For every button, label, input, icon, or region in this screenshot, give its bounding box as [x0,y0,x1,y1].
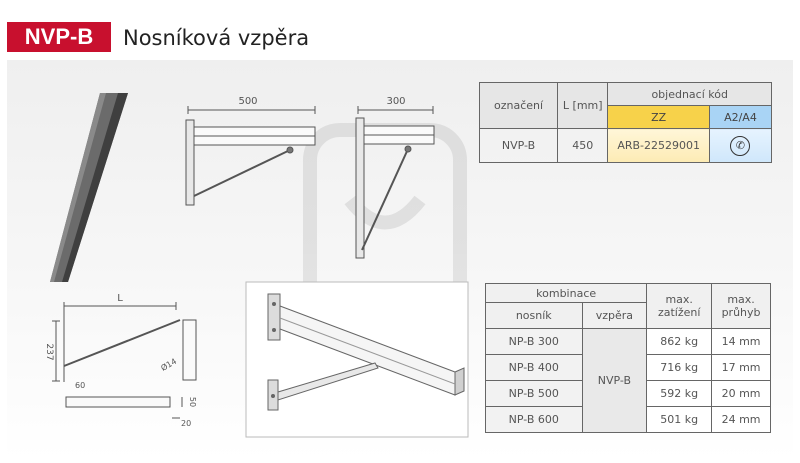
col-beam-header: nosník [485,302,583,329]
order-table: označení L [mm] objednací kód ZZ A2/A4 N… [478,82,773,163]
row-beam: NP-B 600 [485,406,583,433]
col-length-header: L [mm] [557,82,609,129]
dim-phi14: Ø14 [159,356,178,373]
row-deflection: 17 mm [711,354,771,381]
dim-300: 300 [386,96,405,107]
drawing-dimensioned [52,302,197,419]
table-row: NP-B 300 NVP-B 862 kg 14 mm [485,328,771,433]
dim-L: L [117,293,123,304]
row-load: 862 kg [646,328,713,355]
drawing-500 [185,106,316,206]
table-row: NP-B 400 716 kg 17 mm [485,354,771,381]
row-load: 592 kg [646,380,713,407]
col-combination-header: kombinace [484,283,648,303]
dim-20: 20 [181,419,191,428]
col-designation-header: označení [478,82,559,129]
combination-table: kombinace max. zatížení max. průhyb nosn… [484,283,771,433]
sub-zz-header: ZZ [607,105,710,129]
row-length: 450 [557,128,609,163]
col-order-code-header: objednací kód [607,82,772,106]
row-designation: NVP-B [478,128,559,163]
col-max-deflection-header: max. průhyb [711,283,771,329]
row-deflection: 14 mm [711,328,771,355]
product-code-badge: NVP-B [7,22,111,52]
page-title: Nosníková vzpěra [123,26,310,50]
dim-50: 50 [188,397,197,407]
dim-500: 500 [238,96,257,107]
row-order-code: ARB-22529001 [607,128,710,163]
table-row: NP-B 500 592 kg 20 mm [485,380,771,407]
page-header: NVP-B Nosníková vzpěra [0,0,800,58]
dim-60: 60 [75,381,85,390]
col-max-load-header: max. zatížení [646,283,713,329]
row-load: 501 kg [646,406,713,433]
row-beam: NP-B 300 [485,328,583,355]
dim-237: 237 [44,343,54,360]
drawing-300 [355,106,435,259]
table-row: NVP-B 450 ARB-22529001 ✆ [478,128,773,163]
row-phone[interactable]: ✆ [708,128,773,163]
strut-photo [50,93,128,282]
row-load: 716 kg [646,354,713,381]
row-strut-merged: NVP-B [581,328,648,433]
sub-a2a4-header: A2/A4 [708,105,773,129]
row-deflection: 20 mm [711,380,771,407]
row-beam: NP-B 400 [485,354,583,381]
table-row: NP-B 600 501 kg 24 mm [485,406,771,433]
row-beam: NP-B 500 [485,380,583,407]
isometric-assembly [245,281,469,438]
col-strut-header: vzpěra [581,302,648,329]
row-deflection: 24 mm [711,406,771,433]
phone-icon[interactable]: ✆ [730,135,751,156]
